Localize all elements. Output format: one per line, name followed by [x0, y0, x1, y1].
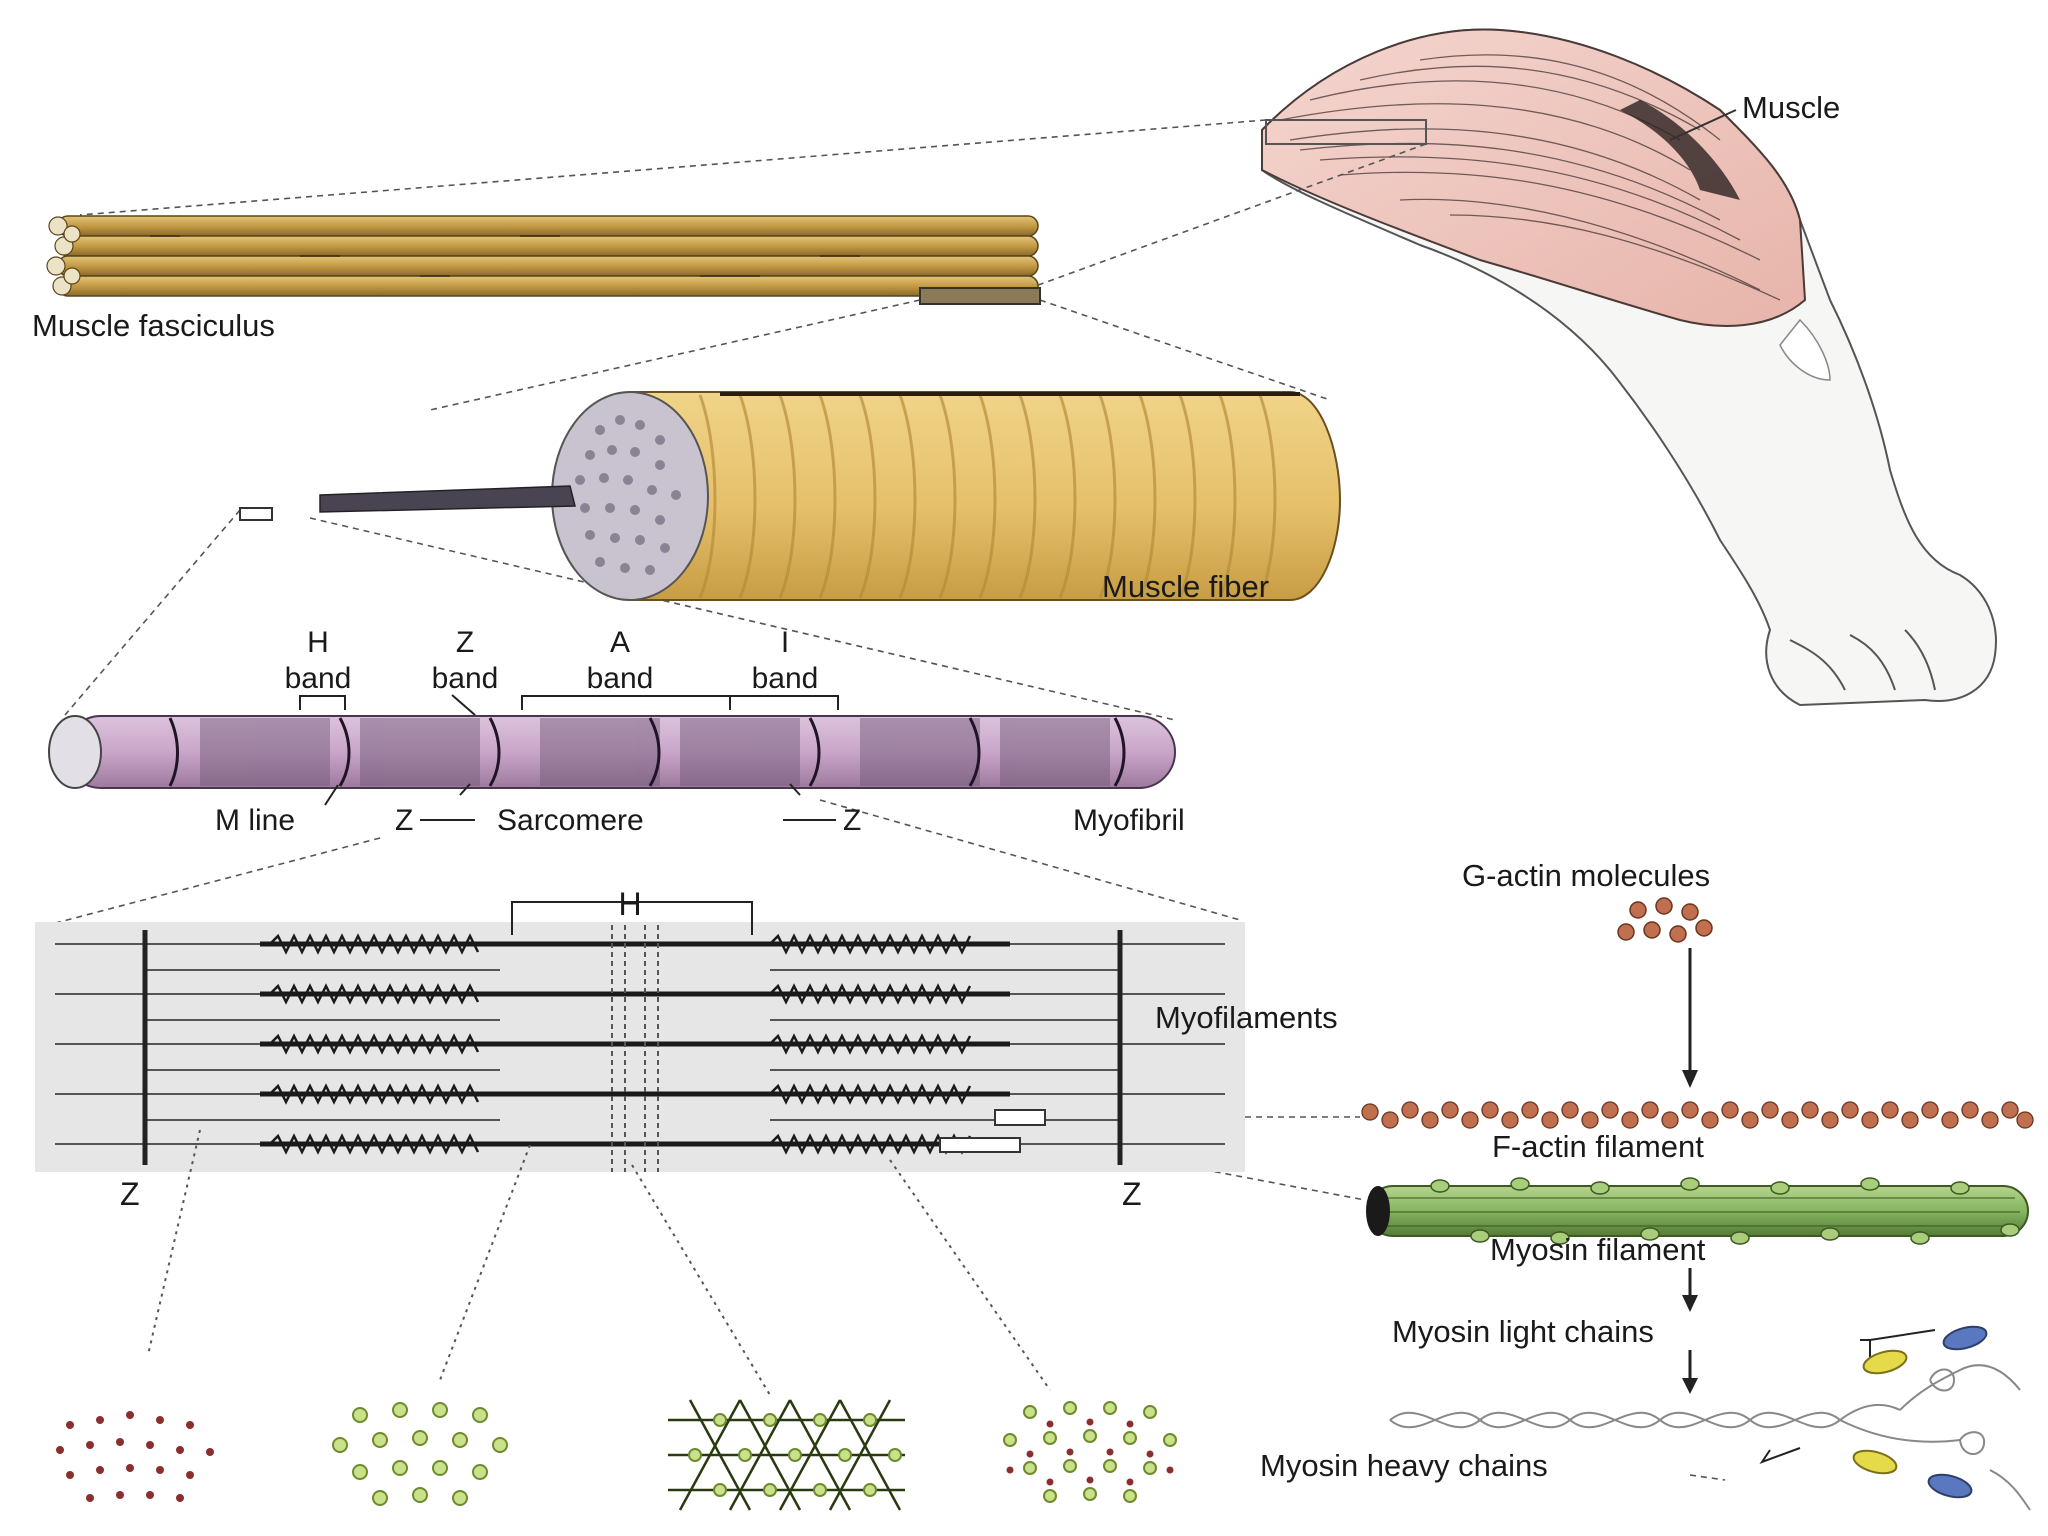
arrow-filament-to-light-head [1682, 1295, 1698, 1312]
label-myosin-heavy-chains: Myosin heavy chains [1260, 1448, 1548, 1483]
label-f-actin: F-actin filament [1492, 1129, 1704, 1164]
label-muscle: Muscle [1742, 90, 1840, 125]
cross-section-h-zone [332, 1402, 508, 1506]
label-m-line: M line [215, 804, 295, 837]
light-chain-blue-top [1942, 1325, 1988, 1351]
cross-section-a-band [1003, 1401, 1177, 1503]
label-muscle-fiber: Muscle fiber [1102, 569, 1269, 604]
cross-section-i-band [56, 1411, 214, 1502]
arrow-light-to-heavy-head [1682, 1378, 1698, 1394]
label-i-band-word: band [752, 662, 819, 695]
zoom-leader-lines [47, 119, 1726, 1481]
label-sarcomere-z-right: Z [843, 804, 861, 837]
myofilaments-panel [35, 922, 1245, 1172]
heavy-chains-pointer [1759, 1447, 1801, 1464]
myosin-filament [1366, 1177, 2029, 1245]
arrow-g-to-f-actin-head [1682, 1070, 1698, 1088]
light-chain-blue-bottom [1927, 1473, 1973, 1499]
label-muscle-fasciculus: Muscle fasciculus [32, 308, 275, 343]
label-g-actin: G-actin molecules [1462, 858, 1710, 893]
label-h-band-word: band [285, 662, 352, 695]
label-myofibril: Myofibril [1073, 804, 1185, 837]
label-myosin-filament: Myosin filament [1490, 1232, 1706, 1267]
label-sarcomere-z-left: Z [395, 804, 413, 837]
label-h-zone: H [618, 886, 641, 922]
light-chain-yellow-bottom [1852, 1449, 1898, 1475]
cross-section-m-line [668, 1399, 905, 1511]
label-z-band-word: band [432, 662, 499, 695]
muscle-fasciculus-bundle [46, 215, 1041, 305]
label-myofilaments: Myofilaments [1155, 1000, 1338, 1035]
light-chains-pointer [1860, 1339, 1871, 1360]
label-z-band-letter: Z [456, 626, 474, 659]
label-h-band-letter: H [307, 626, 329, 659]
label-z-left: Z [120, 1176, 140, 1212]
myofibril-cylinder [48, 715, 1176, 789]
muscle-pointer-line [1669, 109, 1737, 141]
label-z-right: Z [1122, 1176, 1142, 1212]
light-chain-yellow-top [1862, 1349, 1908, 1375]
arm-illustration [1261, 28, 1997, 707]
h-zone-bracket [511, 901, 753, 935]
band-labels: H band Z band A band I band [285, 626, 819, 695]
label-a-band-letter: A [610, 626, 630, 659]
label-myosin-light-chains: Myosin light chains [1392, 1314, 1654, 1349]
g-actin-molecules [1617, 897, 1713, 943]
label-i-band-letter: I [781, 626, 789, 659]
f-actin-filament [1361, 1101, 2034, 1129]
label-sarcomere: Sarcomere [497, 804, 644, 837]
light-chains-pointer-2 [1869, 1329, 1936, 1341]
label-a-band-word: band [587, 662, 654, 695]
myosin-heavy-chains [1389, 1364, 2031, 1511]
band-brackets [299, 694, 839, 806]
cross-section-leaders [147, 1129, 1051, 1396]
muscle-fiber-cylinder [239, 391, 1342, 601]
